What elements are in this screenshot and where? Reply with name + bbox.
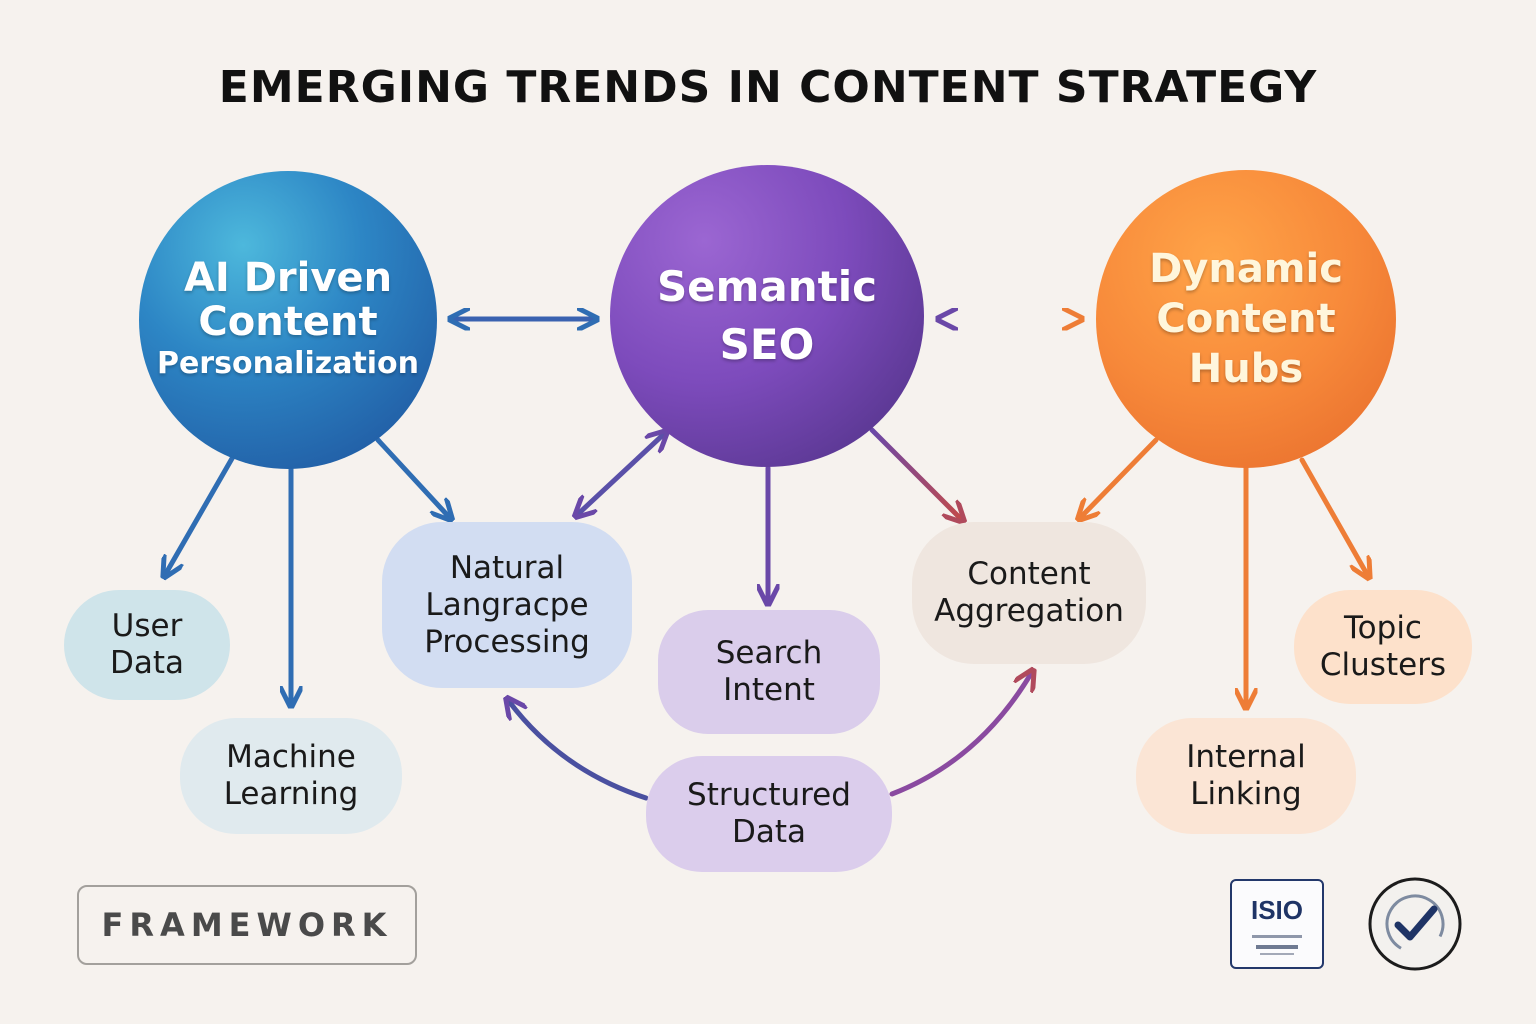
node-label-line: User xyxy=(111,608,183,644)
arrow-ai-userdata xyxy=(165,452,237,575)
iso-badge-label: ISIO xyxy=(1251,895,1303,925)
node-label-line: SEO xyxy=(719,320,815,369)
node-label-line: Processing xyxy=(424,623,590,660)
node-label-line: Machine xyxy=(226,739,356,775)
node-label-line: AI Driven xyxy=(183,255,393,301)
node-label-line: Dynamic xyxy=(1149,246,1343,292)
node-label-line: Topic xyxy=(1344,610,1422,646)
node-label-line: Learning xyxy=(223,776,359,812)
node-label-line: Content xyxy=(198,299,378,345)
checkmark-circle-icon xyxy=(1368,877,1462,971)
node-label-line: Aggregation xyxy=(934,593,1124,629)
arrow-structured-aggregation xyxy=(889,672,1032,797)
node-label-line: Langracpe xyxy=(425,586,589,623)
node-label-line: Semantic xyxy=(656,262,878,311)
arrow-structured-nlp xyxy=(508,700,649,801)
node-label-line: Intent xyxy=(723,672,815,708)
node-label-line: Clusters xyxy=(1319,647,1447,683)
node-label-line: Linking xyxy=(1190,776,1302,812)
arrow-seo-aggregation xyxy=(869,427,962,520)
node-label-line: Data xyxy=(731,814,806,850)
node-semantic-seo: Semantic SEO xyxy=(610,165,924,467)
node-label-line: Data xyxy=(109,645,185,681)
node-label-line: Content xyxy=(967,556,1091,592)
node-label-line: Hubs xyxy=(1188,346,1304,392)
node-ai-driven-content-personalization: AI Driven Content Personalization xyxy=(139,171,437,469)
node-label-line: Content xyxy=(1156,296,1336,342)
page-title: EMERGING TRENDS IN CONTENT STRATEGY xyxy=(218,62,1318,113)
framework-label: FRAMEWORK xyxy=(77,885,417,965)
certification-badge-icon: ISIO xyxy=(1230,879,1324,969)
node-label-line: Internal xyxy=(1186,739,1306,775)
arrow-hubs-aggregation xyxy=(1080,437,1159,518)
arrow-hubs-topicclusters xyxy=(1299,457,1368,576)
arrow-nlp-seo xyxy=(577,433,665,515)
node-label-line: Personalization xyxy=(156,346,420,381)
node-label-line: Natural xyxy=(449,549,565,586)
node-dynamic-content-hubs: Dynamic Content Hubs xyxy=(1096,170,1396,468)
arrow-ai-nlp xyxy=(375,437,450,518)
node-label-line: Search xyxy=(715,635,823,671)
node-label-line: Structured xyxy=(687,777,851,813)
